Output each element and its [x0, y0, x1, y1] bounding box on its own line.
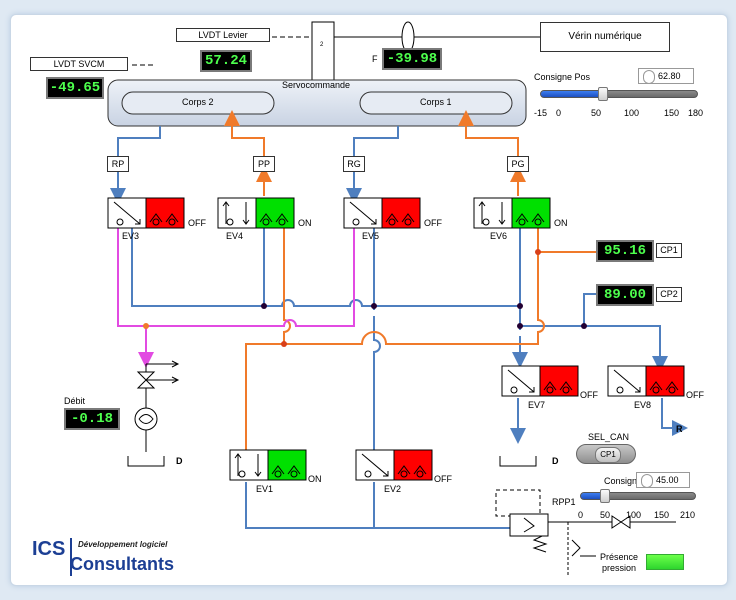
rpp1-label: RPP1 — [552, 497, 576, 507]
lvdt-svcm-label: LVDT SVCM — [30, 57, 128, 71]
ev2-state: OFF — [434, 474, 452, 484]
consigne-p-slider[interactable] — [580, 489, 696, 503]
ev8-label: EV8 — [634, 400, 652, 410]
ev6-state: ON — [554, 218, 568, 228]
force-label: F — [372, 54, 378, 64]
corps2-chamber — [121, 91, 275, 115]
brand-tagline: Développement logiciel — [78, 540, 168, 549]
consigne-pos-tick-2: 50 — [591, 108, 602, 118]
lvdt-levier-label: LVDT Levier — [176, 28, 270, 42]
ev3-state: OFF — [188, 218, 206, 228]
ev1-state: ON — [308, 474, 322, 484]
debit-value: -0.18 — [64, 408, 120, 430]
cp1-label: CP1 — [656, 243, 682, 258]
ev3-label: EV3 — [122, 231, 140, 241]
brand-ics: ICS — [32, 538, 66, 560]
valve-ev3[interactable] — [107, 197, 185, 229]
consigne-pos-tick-1: 0 — [556, 108, 562, 118]
ev5-label: EV5 — [362, 231, 380, 241]
ev8-state: OFF — [686, 390, 704, 400]
consigne-p-tick-4: 210 — [680, 510, 696, 520]
consigne-p-label: Consigne P — [604, 476, 651, 486]
presence-line1: Présence — [600, 552, 639, 562]
consigne-pos-tick-5: 180 — [688, 108, 704, 118]
debit-label: Débit — [64, 396, 86, 406]
ev2-label: EV2 — [384, 484, 402, 494]
valve-ev4[interactable] — [217, 197, 295, 229]
servo-title: Servocommande — [282, 80, 351, 90]
ev5-state: OFF — [424, 218, 442, 228]
brand-divider — [70, 538, 72, 576]
consigne-p-tick-0: 0 — [578, 510, 584, 520]
ev7-label: EV7 — [528, 400, 546, 410]
consigne-p-tick-1: 50 — [600, 510, 611, 520]
brand-name: Consultants — [70, 554, 175, 574]
valves-layer — [107, 197, 685, 481]
consigne-pos-value: 62.80 — [658, 71, 681, 81]
corps2-label: Corps 2 — [182, 97, 214, 107]
port-rp: RP — [107, 156, 129, 172]
force-value: -39.98 — [382, 48, 442, 70]
presence-lamp — [646, 554, 684, 570]
consigne-pos-fill — [541, 91, 604, 97]
corps1-label: Corps 1 — [420, 97, 452, 107]
consigne-pos-label: Consigne Pos — [534, 72, 591, 82]
cp2-value: 89.00 — [596, 284, 654, 306]
consigne-p-tick-2: 100 — [626, 510, 642, 520]
mechanism-mark: 2 — [320, 42, 324, 48]
valve-ev1[interactable] — [229, 449, 307, 481]
sel-can-toggle[interactable]: CP1 — [576, 444, 636, 464]
drain-label-right: D — [552, 456, 559, 466]
valve-ev5[interactable] — [343, 197, 421, 229]
lvdt-svcm-value: -49.65 — [46, 77, 104, 99]
ev4-label: EV4 — [226, 231, 244, 241]
junction-dots — [143, 249, 587, 347]
port-rg: RG — [343, 156, 365, 172]
consigne-p-knob[interactable] — [600, 489, 611, 503]
brand-logo: ICS Développement logiciel Consultants — [22, 534, 192, 580]
verin-numerique-box: Vérin numérique — [540, 22, 670, 52]
cp2-label: CP2 — [656, 287, 682, 302]
valve-ev6[interactable] — [473, 197, 551, 229]
consigne-pos-slider[interactable] — [540, 87, 698, 101]
consigne-pos-tick-0: -15 — [534, 108, 548, 118]
presence-line2: pression — [602, 563, 637, 573]
consigne-pos-tick-3: 100 — [624, 108, 640, 118]
consigne-pos-input[interactable]: 62.80 — [638, 68, 694, 84]
pressure-regulator — [495, 489, 676, 576]
consigne-p-value: 45.00 — [656, 475, 679, 485]
magenta-drain-lines — [117, 228, 355, 368]
valve-ev2[interactable] — [355, 449, 433, 481]
flow-meter — [127, 360, 537, 467]
consigne-pos-knob[interactable] — [598, 87, 609, 101]
consigne-p-fill — [581, 493, 606, 499]
consigne-pos-tick-4: 150 — [664, 108, 680, 118]
ev7-state: OFF — [580, 390, 598, 400]
sel-can-button: CP1 — [595, 447, 621, 463]
port-pp: PP — [253, 156, 275, 172]
consigne-p-input[interactable]: 45.00 — [636, 472, 690, 488]
lvdt-levier-value: 57.24 — [200, 50, 252, 72]
valve-ev8[interactable] — [607, 365, 685, 397]
ev1-label: EV1 — [256, 484, 274, 494]
ev6-label: EV6 — [490, 231, 508, 241]
ev4-state: ON — [298, 218, 312, 228]
drain-label-left: D — [176, 456, 183, 466]
blue-return-lines — [110, 126, 688, 529]
corps1-chamber — [359, 91, 513, 115]
cp1-value: 95.16 — [596, 240, 654, 262]
valve-ev7[interactable] — [501, 365, 579, 397]
sel-can-label: SEL_CAN — [588, 432, 630, 442]
port-pg: PG — [507, 156, 529, 172]
consigne-p-tick-3: 150 — [654, 510, 670, 520]
return-label: R — [676, 424, 683, 434]
